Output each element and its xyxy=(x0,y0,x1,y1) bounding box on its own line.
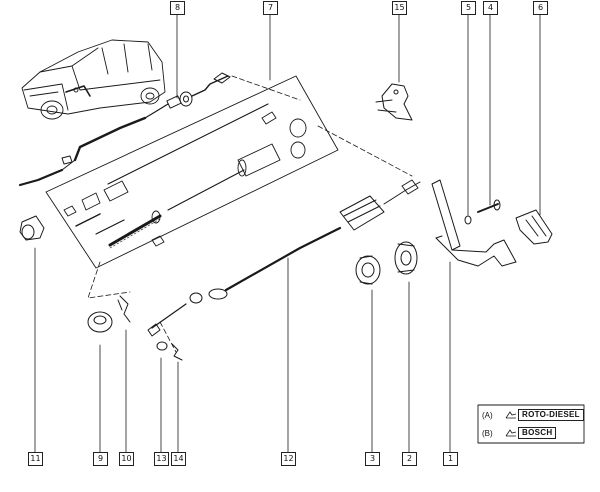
legend-row-b: (B) BOSCH xyxy=(482,426,557,440)
callout-8: 8 xyxy=(170,1,185,15)
callout-5: 5 xyxy=(461,1,476,15)
callout-15: 15 xyxy=(392,1,407,15)
legend-frame xyxy=(477,404,585,444)
callout-11: 11 xyxy=(28,452,43,466)
legend-value-a: ROTO-DIESEL xyxy=(518,409,584,421)
callout-3: 3 xyxy=(365,452,380,466)
pedal-symbol-icon xyxy=(505,429,517,437)
legend-value-b: BOSCH xyxy=(518,427,557,439)
bushings-2-3 xyxy=(355,241,418,285)
car-illustration xyxy=(21,39,166,120)
callout-6: 6 xyxy=(533,1,548,15)
leader-lines xyxy=(34,14,541,453)
cable-assembly-8 xyxy=(18,72,231,187)
bracket-15 xyxy=(375,83,413,121)
routing-lines xyxy=(87,75,413,353)
pedal-symbol-icon xyxy=(505,411,517,419)
small-parts-lower-left xyxy=(87,295,183,361)
legend-row-a: (A) ROTO-DIESEL xyxy=(482,408,584,422)
cable-assembly-12 xyxy=(147,179,421,337)
callout-14: 14 xyxy=(171,452,186,466)
callout-12: 12 xyxy=(281,452,296,466)
pedal-lever-1 xyxy=(431,179,517,267)
callout-10: 10 xyxy=(119,452,134,466)
callout-4: 4 xyxy=(483,1,498,15)
callout-9: 9 xyxy=(93,452,108,466)
legend-key-b: (B) xyxy=(482,428,493,438)
small-hardware xyxy=(464,199,553,245)
end-cap-11 xyxy=(19,215,45,241)
legend-key-a: (A) xyxy=(482,410,493,420)
kit-box-7 xyxy=(45,75,339,269)
callout-1: 1 xyxy=(443,452,458,466)
callout-13: 13 xyxy=(154,452,169,466)
callout-7: 7 xyxy=(263,1,278,15)
callout-2: 2 xyxy=(402,452,417,466)
